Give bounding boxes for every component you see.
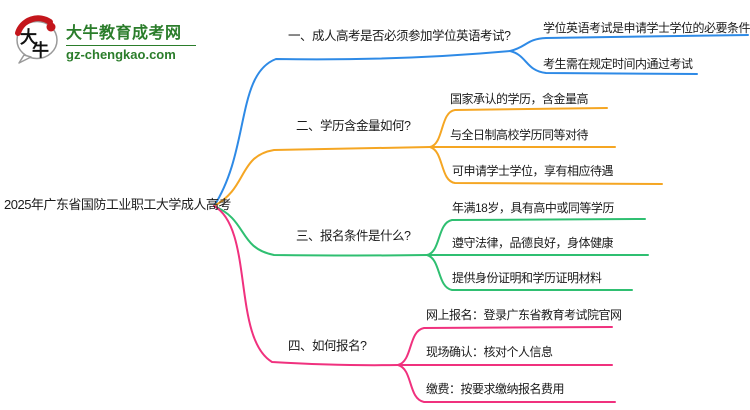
branch-3-subtopic-1[interactable]: 年满18岁，具有高中或同等学历 xyxy=(452,201,614,215)
branch-1-subtopic-2[interactable]: 考生需在规定时间内通过考试 xyxy=(543,57,693,71)
branch-4-connector xyxy=(213,205,616,403)
branch-1-subtopic-1[interactable]: 学位英语考试是申请学士学位的必要条件 xyxy=(543,21,750,35)
branch-1-topic[interactable]: 一、成人高考是否必须参加学位英语考试? xyxy=(288,29,511,43)
branch-4-subtopic-2[interactable]: 现场确认：核对个人信息 xyxy=(426,345,553,359)
site-name: 大牛教育成考网 xyxy=(66,25,182,42)
branch-4-subtopic-3[interactable]: 缴费：按要求缴纳报名费用 xyxy=(426,382,565,396)
branch-4-topic[interactable]: 四、如何报名? xyxy=(288,339,367,353)
branch-1-connector xyxy=(213,34,749,207)
branch-2-subtopic-2[interactable]: 与全日制高校学历同等对待 xyxy=(450,128,589,142)
svg-text:牛: 牛 xyxy=(32,40,49,61)
site-logo[interactable]: 大 牛 大牛教育成考网 gz-chengkao.com xyxy=(12,13,196,65)
branch-3-subtopic-2[interactable]: 遵守法律，品德良好，身体健康 xyxy=(452,236,614,250)
central-topic[interactable]: 2025年广东省国防工业职工大学成人高考 xyxy=(4,197,231,212)
branch-4-subtopic-1[interactable]: 网上报名：登录广东省教育考试院官网 xyxy=(426,308,622,322)
branch-2-connector xyxy=(213,107,663,207)
branch-2-topic[interactable]: 二、学历含金量如何? xyxy=(296,119,411,133)
branch-2-subtopic-1[interactable]: 国家承认的学历，含金量高 xyxy=(450,92,589,106)
daniu-bubble-icon: 大 牛 xyxy=(15,15,58,64)
site-url[interactable]: gz-chengkao.com xyxy=(66,45,196,62)
branch-3-connector xyxy=(213,205,649,291)
svg-text:大: 大 xyxy=(20,27,37,48)
branch-3-topic[interactable]: 三、报名条件是什么? xyxy=(296,229,411,243)
branch-2-subtopic-3[interactable]: 可申请学士学位，享有相应待遇 xyxy=(452,164,614,178)
branch-3-subtopic-3[interactable]: 提供身份证明和学历证明材料 xyxy=(452,271,602,285)
